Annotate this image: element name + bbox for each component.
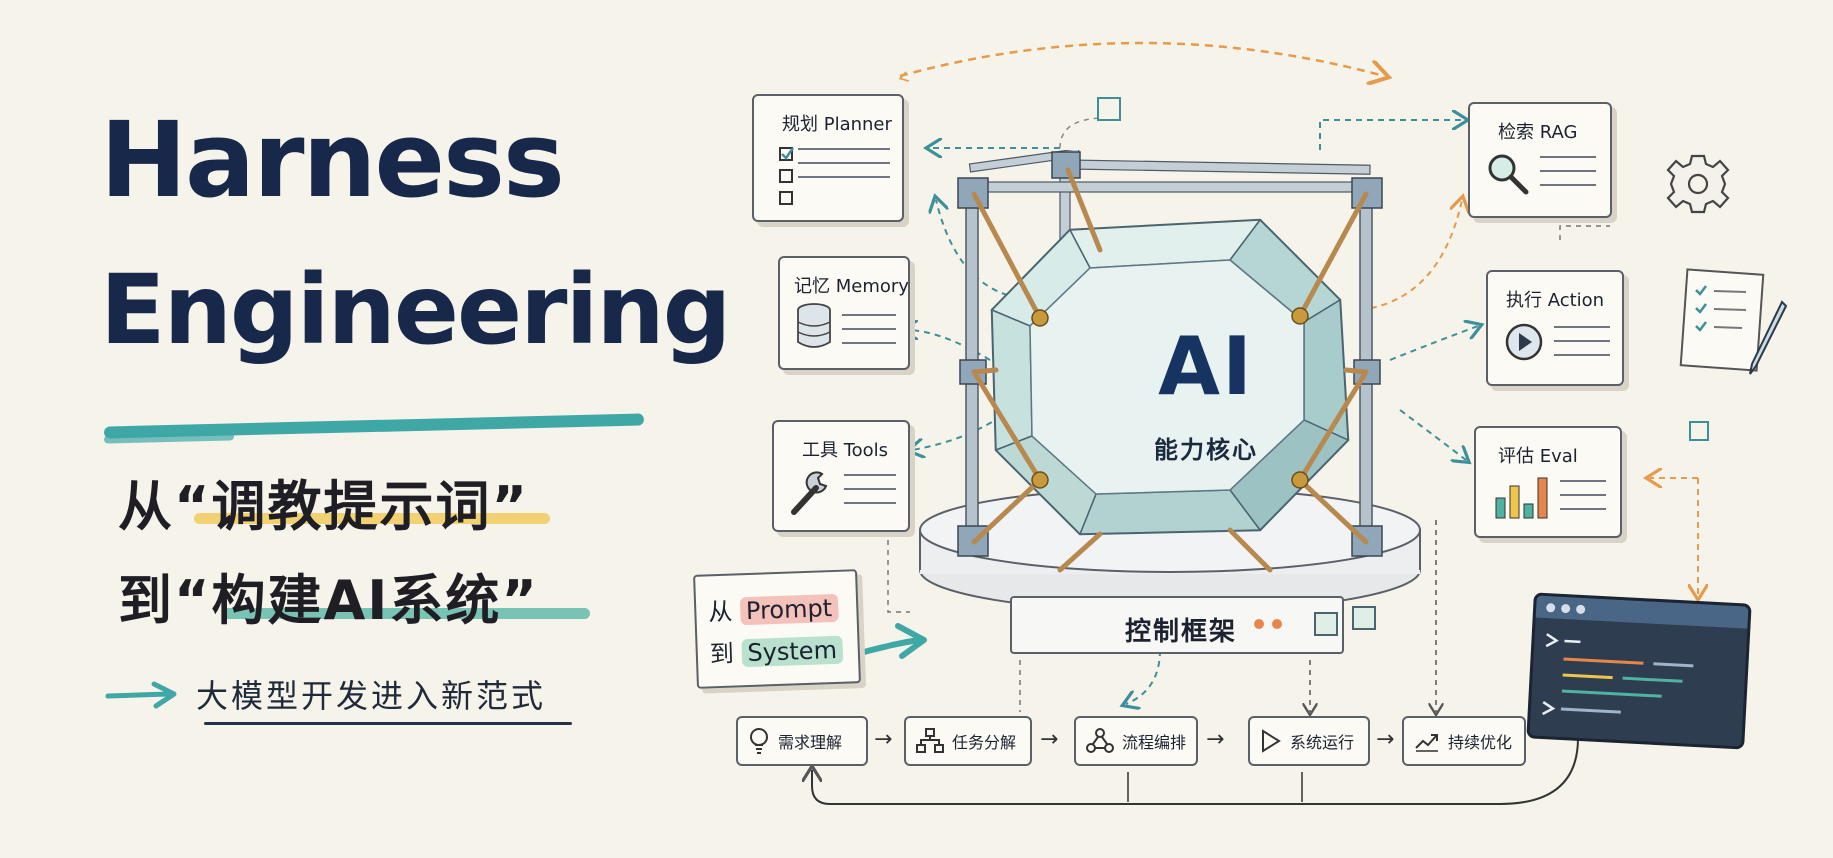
- magnifier-icon: [1488, 154, 1529, 195]
- module-card-action: 执行 Action: [1486, 270, 1624, 386]
- lightbulb-icon: [750, 728, 768, 754]
- module-card-memory: 记忆 Memory: [778, 256, 910, 370]
- database-icon: [797, 303, 831, 348]
- panel-check-icon: [1314, 612, 1338, 636]
- pipeline-step-1: 需求理解: [736, 716, 868, 766]
- module-title-planner: 规划 Planner: [782, 114, 892, 135]
- headline-line-2: Engineering: [100, 254, 731, 366]
- control-panel: [1010, 596, 1344, 654]
- panel-check-icon: [1352, 606, 1376, 630]
- control-frame-label: 控制框架: [1125, 617, 1238, 647]
- highlight-yellow: [194, 513, 550, 524]
- status-led: [1272, 619, 1282, 629]
- subtitle-underline: [204, 722, 572, 725]
- bar-chart-icon: [1495, 477, 1548, 519]
- prompt-to-system-note: 从 Prompt 到 System: [693, 569, 861, 689]
- pipeline-step-3: 流程编排: [1074, 716, 1198, 766]
- terminal-code-lines: [1542, 633, 1694, 716]
- terminal-window: [1526, 592, 1752, 750]
- pipeline-step-4: 系统运行: [1248, 716, 1370, 766]
- flow-nodes-icon: [1086, 728, 1114, 753]
- checklist-pencil-icon: [1679, 268, 1788, 375]
- trend-up-icon: [1415, 734, 1438, 752]
- tagline-line-1: 从“调教提示词”: [118, 475, 529, 538]
- pipeline-arrow: →: [874, 727, 893, 752]
- module-card-rag: 检索 RAG: [1468, 102, 1612, 218]
- pipeline-arrow: →: [1206, 727, 1225, 752]
- checklist-icon: [779, 147, 795, 205]
- status-led: [1254, 619, 1264, 629]
- wrench-icon: [791, 471, 828, 515]
- pipeline-step-label: 持续优化: [1448, 733, 1513, 752]
- module-title-rag: 检索 RAG: [1498, 122, 1578, 143]
- pipeline-step-label: 系统运行: [1290, 733, 1355, 752]
- module-title-action: 执行 Action: [1506, 290, 1605, 311]
- module-title-eval: 评估 Eval: [1498, 446, 1578, 467]
- pipeline-step-label: 流程编排: [1121, 733, 1186, 752]
- play-circle-icon: [1505, 323, 1543, 361]
- ai-core-label: AI: [1158, 320, 1254, 413]
- module-card-tools: 工具 Tools: [772, 420, 910, 532]
- arrow-right-icon: [105, 681, 177, 709]
- module-card-eval: 评估 Eval: [1474, 426, 1622, 538]
- module-card-planner: 规划 Planner: [752, 94, 904, 222]
- headline-line-1: Harness: [100, 99, 565, 221]
- ai-core-caption: 能力核心: [1154, 436, 1258, 464]
- pipeline-arrow: →: [1376, 727, 1395, 752]
- harness-frame-illustration: [919, 150, 1421, 613]
- note-system: System: [740, 635, 844, 668]
- hierarchy-icon: [916, 728, 944, 753]
- pipeline-step-2: 任务分解: [904, 716, 1032, 766]
- play-icon: [1262, 729, 1281, 753]
- module-title-tools: 工具 Tools: [802, 440, 889, 461]
- pipeline-step-label: 需求理解: [778, 733, 843, 752]
- note-prompt: Prompt: [739, 593, 839, 626]
- pipeline-step-5: 持续优化: [1402, 716, 1526, 766]
- pipeline-arrow: →: [1040, 727, 1059, 752]
- tagline-line-2: 到“构建AI系统”: [118, 569, 539, 632]
- note-from: 从: [707, 597, 733, 627]
- subtitle: 大模型开发进入新范式: [196, 677, 547, 715]
- pipeline-step-label: 任务分解: [952, 733, 1017, 752]
- highlight-teal: [222, 608, 590, 619]
- module-title-memory: 记忆 Memory: [794, 276, 909, 297]
- gear-icon: [1666, 154, 1730, 214]
- note-to: 到: [709, 639, 735, 669]
